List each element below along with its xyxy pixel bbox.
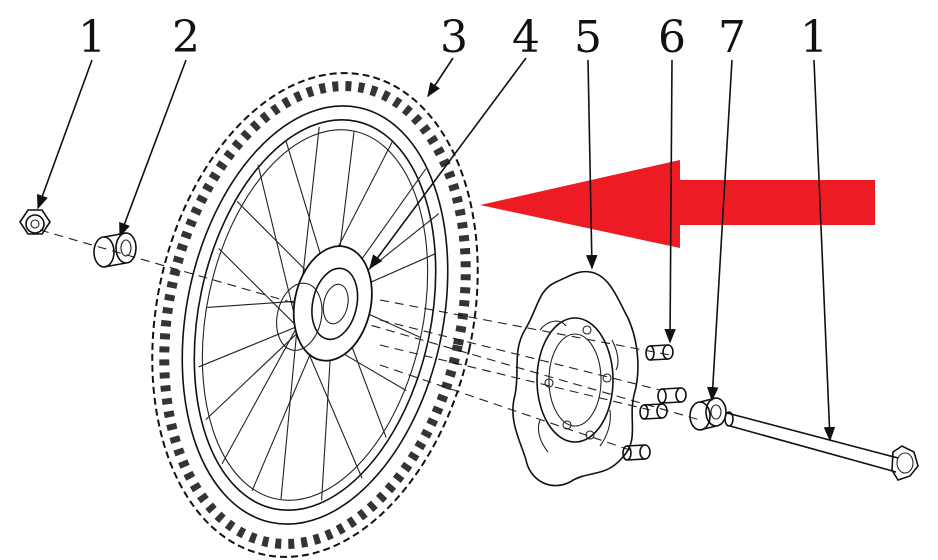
callout-spacer: 2 [172, 12, 200, 63]
arrow-left-icon [480, 160, 875, 248]
hub [276, 245, 373, 362]
brake-disc [512, 270, 639, 487]
assembly-centerlines [39, 229, 701, 451]
callout-nut-left: 1 [78, 12, 106, 63]
bushing [689, 397, 727, 431]
tire-inner-wall [181, 105, 449, 525]
callout-disc-bolt: 6 [658, 12, 686, 63]
leader-lines [37, 57, 836, 442]
wheel [151, 72, 479, 558]
tire-tread [159, 81, 471, 549]
callout-bushing: 7 [718, 12, 746, 63]
callout-numbers: 1 2 3 4 5 6 7 1 [78, 12, 828, 63]
callout-hub: 4 [512, 12, 540, 63]
tire-outer [151, 72, 479, 558]
callout-tire: 3 [440, 12, 468, 63]
nut-left [19, 209, 51, 235]
rim-outer [193, 119, 437, 511]
disc-bolts [622, 344, 687, 461]
axle [724, 411, 919, 481]
callout-brake-disc: 5 [574, 12, 602, 63]
callout-axle: 1 [800, 12, 828, 63]
spacer [93, 232, 137, 268]
